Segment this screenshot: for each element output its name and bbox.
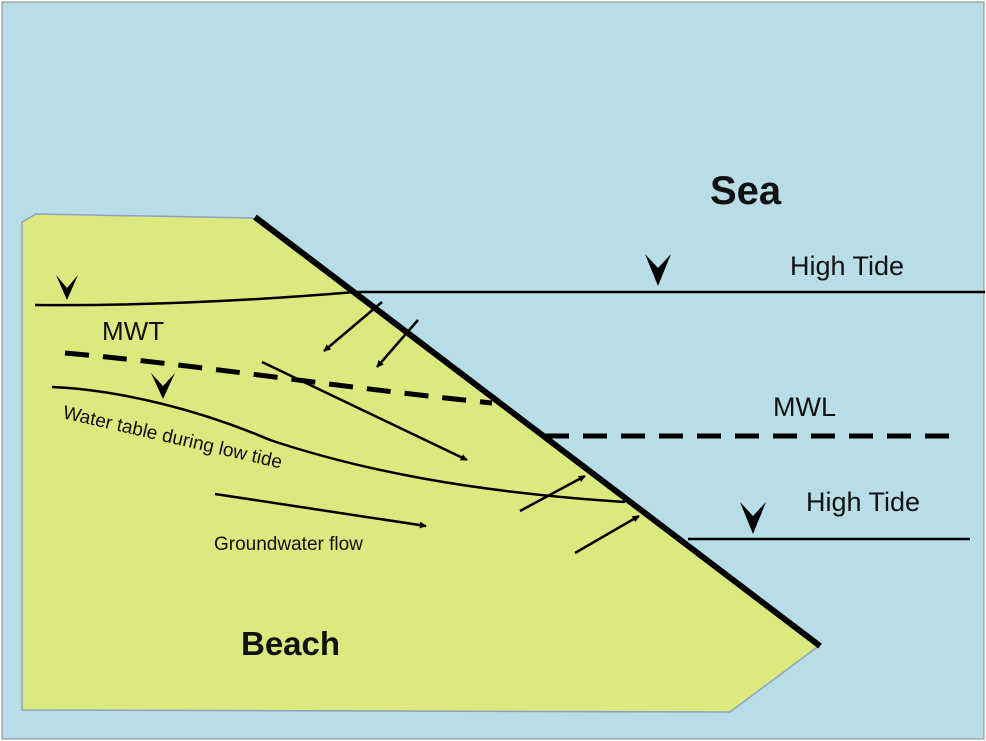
high-tide-bottom-label: High Tide [806,487,920,517]
low-tide-water-table-line [51,385,626,504]
groundwater-flow-arrow [214,492,427,529]
water-level-marker-icon [740,502,766,534]
infiltration-arrow [323,301,383,352]
water-level-marker-icon [151,373,175,399]
high-tide-line-top [34,290,985,307]
water-level-marker-icon [56,275,78,300]
groundwater-flow-label: Groundwater flow [214,534,363,555]
water-level-marker-icon [645,254,671,286]
sea-label: Sea [710,169,782,213]
beach-slope-line [253,214,822,649]
exfiltration-arrow [519,474,586,513]
mwt-label: MWT [102,316,164,346]
mwt-dashed-line [64,350,493,406]
mwl-label: MWL [773,392,836,422]
high-tide-top-label: High Tide [790,251,904,281]
exfiltration-arrow [574,514,640,555]
beach-label: Beach [241,625,340,662]
infiltration-arrow [376,319,419,368]
flow-arrow [261,360,468,462]
